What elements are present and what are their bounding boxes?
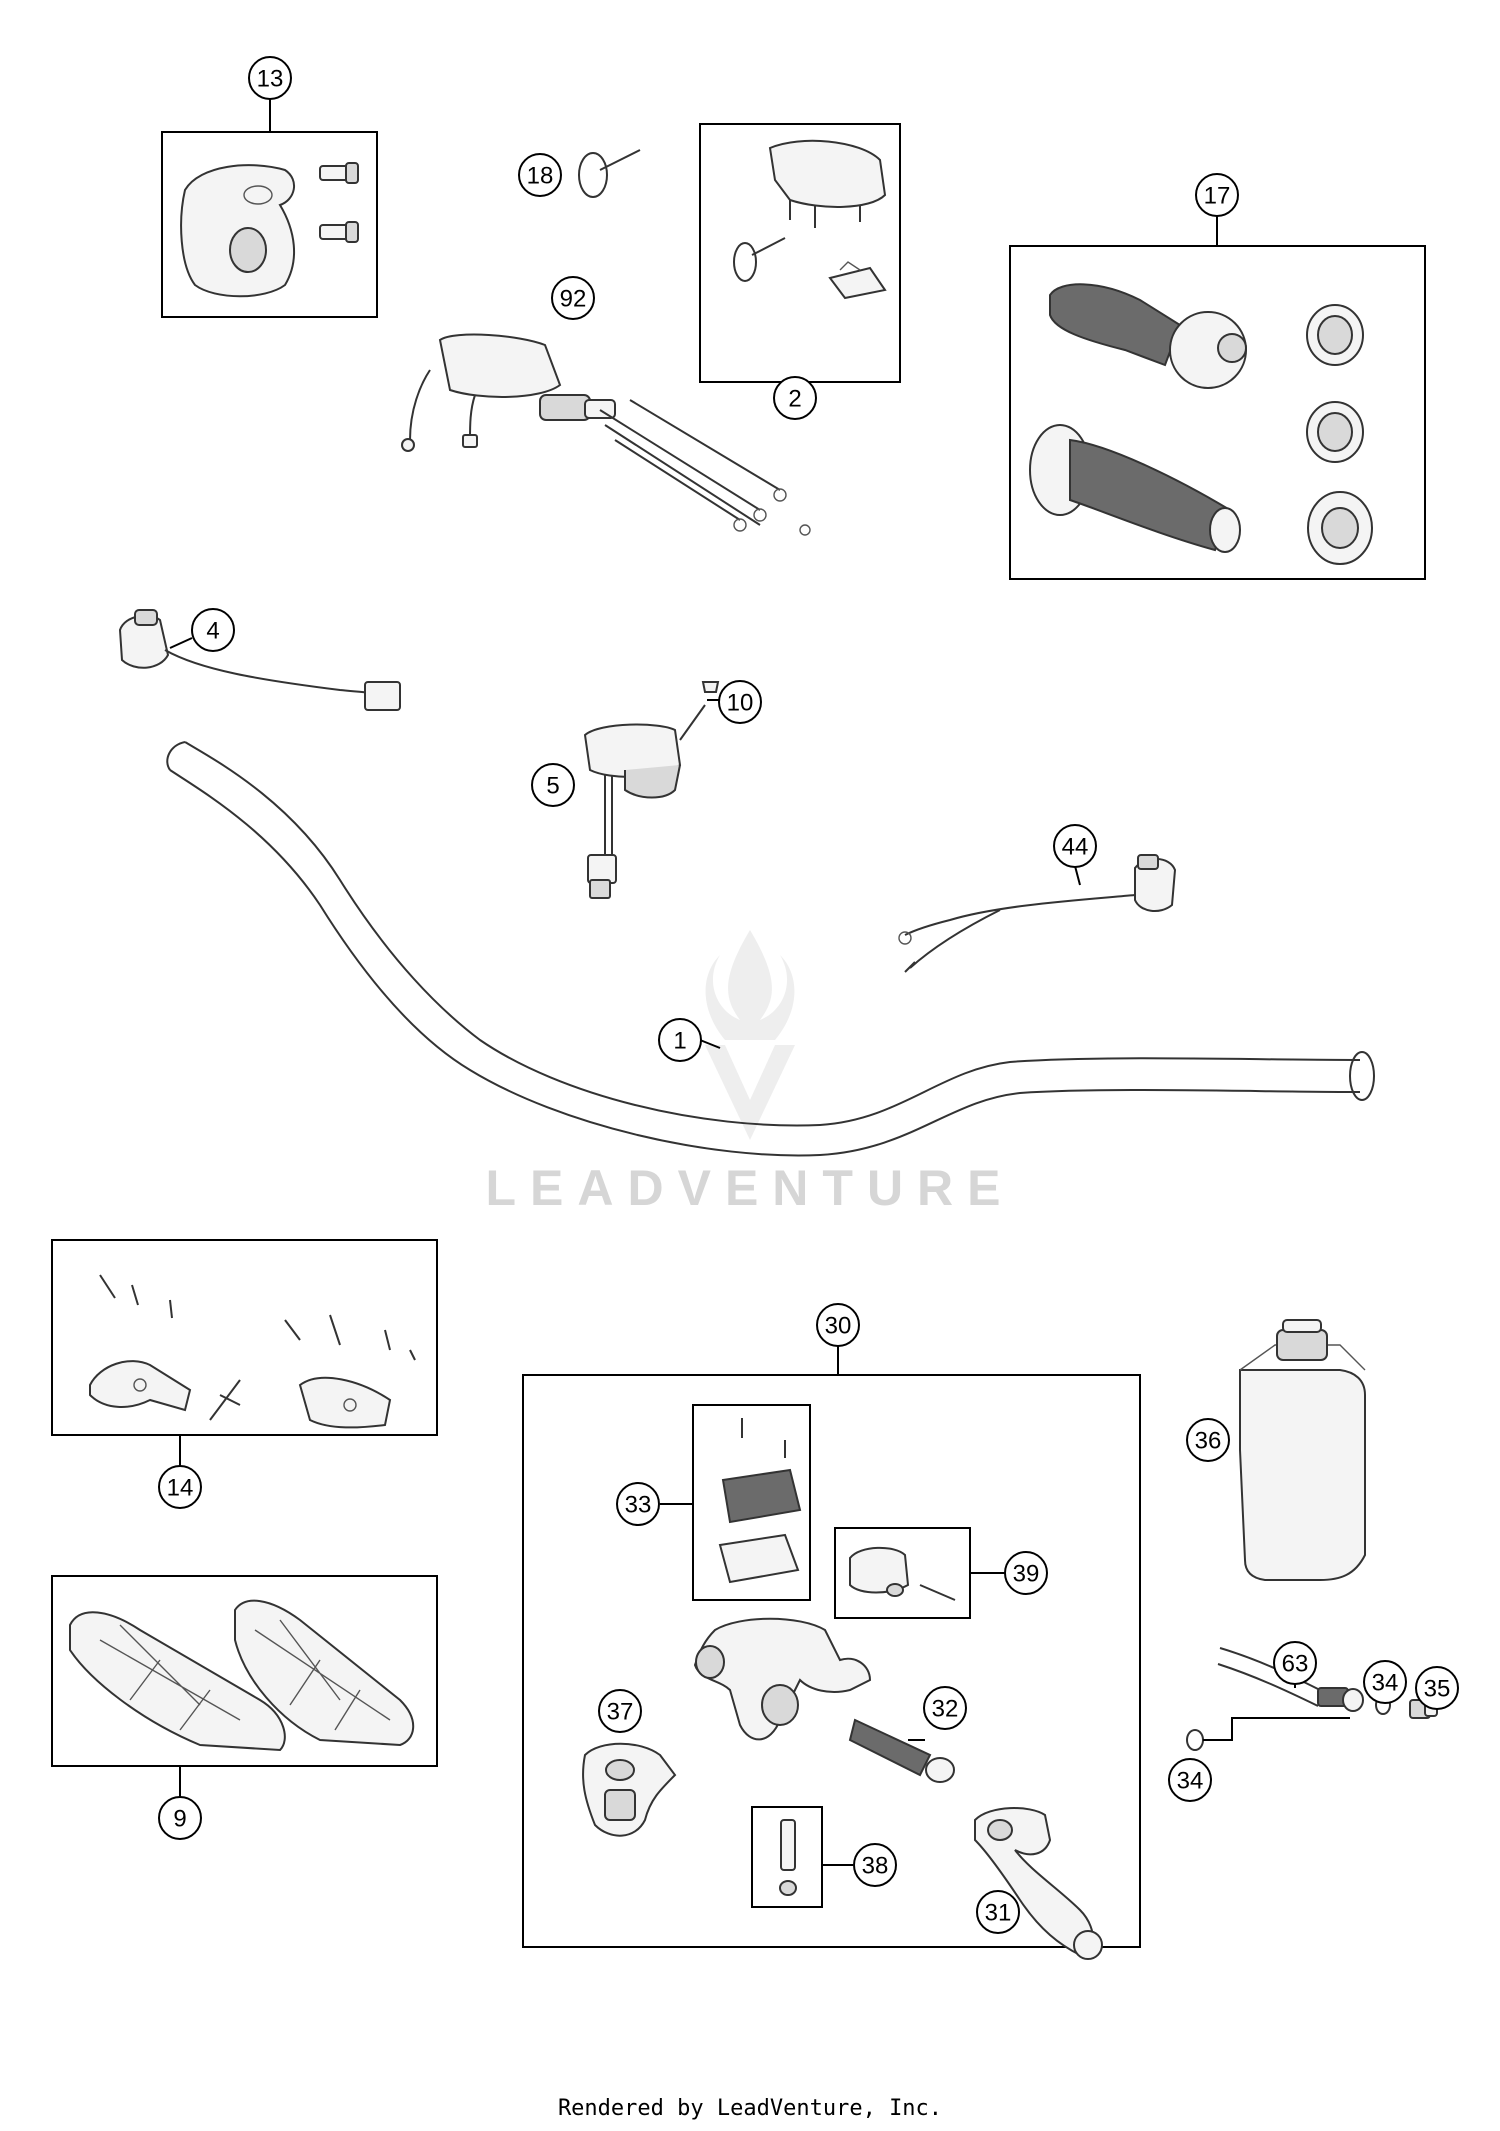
master-cylinder-illustration: [693, 1617, 872, 1741]
leader-1: [699, 1039, 721, 1049]
cable-tie-illustration: [578, 149, 641, 198]
callout-44: 44: [1053, 824, 1097, 868]
svg-text:5: 5: [546, 773, 559, 800]
callout-37: 37: [598, 1689, 642, 1733]
callout-5: 5: [531, 763, 575, 807]
callout-18: 18: [518, 153, 562, 197]
callout-38: 38: [853, 1843, 897, 1887]
piston-illustration: [848, 1718, 955, 1783]
svg-text:63: 63: [1282, 1651, 1309, 1678]
svg-text:13: 13: [257, 66, 284, 93]
callout-35: 35: [1415, 1666, 1459, 1710]
callout-92: 92: [551, 276, 595, 320]
svg-text:1: 1: [673, 1028, 686, 1055]
callout-34-left: 34: [1168, 1758, 1212, 1802]
leader-44: [1074, 865, 1081, 886]
callout-63: 63: [1273, 1641, 1317, 1685]
box-38: [751, 1806, 823, 1908]
callout-9: 9: [158, 1796, 202, 1840]
svg-text:30: 30: [825, 1313, 852, 1340]
svg-text:38: 38: [862, 1853, 889, 1880]
handguards-illustration: [69, 1599, 415, 1752]
callout-1: 1: [658, 1018, 702, 1062]
callout-33: 33: [616, 1482, 660, 1526]
svg-text:32: 32: [932, 1696, 959, 1723]
box-30: [522, 1374, 1141, 1948]
callout-2: 2: [773, 376, 817, 420]
box-9: [51, 1575, 438, 1767]
callout-36: 36: [1186, 1418, 1230, 1462]
handlebar-illustration: [166, 741, 1375, 1157]
callout-31: 31: [976, 1890, 1020, 1934]
box-14: [51, 1239, 438, 1436]
svg-text:44: 44: [1062, 834, 1089, 861]
svg-text:35: 35: [1424, 1676, 1451, 1703]
clutch-switch-illustration: [898, 854, 1177, 973]
callout-39: 39: [1004, 1551, 1048, 1595]
box-33: [692, 1404, 811, 1601]
svg-text:18: 18: [527, 163, 554, 190]
svg-text:92: 92: [560, 286, 587, 313]
footer-credit: Rendered by LeadVenture, Inc.: [557, 2096, 943, 2121]
callout-17: 17: [1195, 173, 1239, 217]
callout-32: 32: [923, 1686, 967, 1730]
callout-30: 30: [816, 1303, 860, 1347]
svg-text:34: 34: [1177, 1768, 1204, 1795]
wiring-harness-illustration: [401, 333, 811, 536]
left-switch-illustration: [118, 609, 401, 711]
throttle-housing-illustration: [180, 162, 359, 298]
svg-text:4: 4: [206, 618, 219, 645]
svg-text:36: 36: [1195, 1428, 1222, 1455]
svg-text:31: 31: [985, 1900, 1012, 1927]
watermark-text: LEADVENTURE: [485, 1160, 1014, 1216]
callout-14: 14: [158, 1465, 202, 1509]
reservoir-cap-illustration: [718, 1418, 802, 1584]
grips-illustration: [1029, 283, 1373, 565]
callout-10: 10: [718, 680, 762, 724]
handguard-mounts-illustration: [89, 1274, 416, 1429]
svg-text:17: 17: [1204, 183, 1231, 210]
lever-pivot-illustration: [849, 1546, 956, 1601]
svg-text:34: 34: [1372, 1670, 1399, 1697]
svg-text:37: 37: [607, 1699, 634, 1726]
lever-cover-illustration: [582, 1742, 677, 1837]
svg-text:2: 2: [788, 386, 801, 413]
svg-text:9: 9: [173, 1806, 186, 1833]
leader-34-left: [1203, 1717, 1350, 1741]
watermark-logo: [705, 930, 795, 1140]
handlebar-switch-illustration: [583, 681, 720, 899]
svg-text:10: 10: [727, 690, 754, 717]
svg-text:39: 39: [1013, 1561, 1040, 1588]
leader-4: [169, 637, 193, 649]
adjuster-illustration: [779, 1819, 797, 1896]
clutch-lever-illustration: [974, 1807, 1103, 1960]
callout-13: 13: [248, 56, 292, 100]
svg-text:33: 33: [625, 1492, 652, 1519]
callout-4: 4: [191, 608, 235, 652]
callout-34-right: 34: [1363, 1660, 1407, 1704]
svg-text:14: 14: [167, 1475, 194, 1502]
switch-cover-illustration: [733, 139, 887, 300]
fluid-bottle-illustration: [1239, 1319, 1366, 1581]
